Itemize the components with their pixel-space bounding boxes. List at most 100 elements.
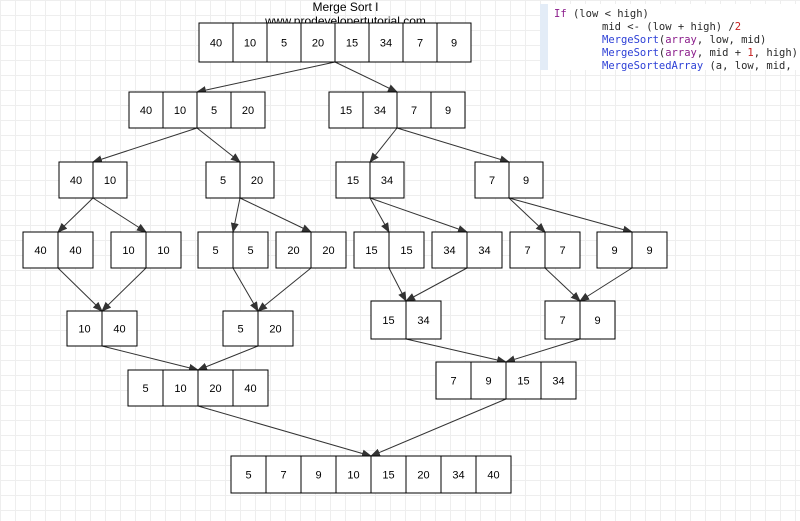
array-cell-value: 5 — [245, 470, 251, 482]
arrow-a4-to-m2 — [257, 267, 312, 312]
array-cell-value: 15 — [346, 38, 358, 50]
array-cell — [402, 22, 438, 63]
array-cell — [396, 91, 432, 129]
arrow-m3-to-m6 — [405, 338, 507, 364]
array-cell — [196, 91, 232, 129]
array-cell-value: 10 — [157, 245, 169, 257]
array-cell-value: 5 — [211, 105, 217, 117]
array-cell-value: 40 — [113, 324, 125, 336]
array-cell — [370, 300, 407, 340]
arrow-m6-to-final — [370, 398, 507, 457]
array-cell — [162, 91, 198, 129]
arrow-R-to-RL — [369, 127, 398, 163]
arrow-m4-to-m6 — [505, 338, 581, 364]
array-cell-value: 5 — [212, 245, 218, 257]
array-cell-value: 34 — [417, 315, 429, 327]
arrow-root-to-L — [196, 61, 336, 94]
arrow-RL-to-a6 — [369, 197, 468, 233]
code-gutter — [540, 4, 548, 70]
array-cell-value: 15 — [365, 245, 377, 257]
array-cell — [440, 455, 477, 494]
array-cell — [232, 231, 269, 269]
array-cell-value: 40 — [210, 38, 222, 50]
array-cell-value: 7 — [417, 38, 423, 50]
code-line: If (low < high) — [554, 8, 649, 20]
arrow-a7-to-m4 — [544, 267, 581, 302]
array-cell-value: 15 — [517, 376, 529, 388]
array-cell-value: 40 — [34, 245, 46, 257]
array-cell-value: 7 — [559, 245, 565, 257]
array-cell-value: 9 — [611, 245, 617, 257]
array-cell-value: 40 — [487, 470, 499, 482]
array-cell-value: 10 — [104, 175, 116, 187]
array-cell — [335, 455, 372, 494]
array-cell-value: 15 — [347, 175, 359, 187]
array-cell — [145, 231, 182, 269]
array-cell-value: 34 — [443, 245, 455, 257]
array-cell-value: 34 — [552, 376, 564, 388]
array-cell — [230, 91, 266, 129]
array-cell — [368, 22, 404, 63]
array-box-m1: 10 40 — [66, 310, 138, 347]
array-cell — [631, 231, 668, 269]
array-cell-value: 34 — [452, 470, 464, 482]
code-line: MergeSort(array, low, mid) — [602, 34, 767, 46]
array-cell-value: 40 — [140, 105, 152, 117]
arrow-RR-to-a8 — [508, 197, 633, 234]
array-cell-value: 40 — [69, 245, 81, 257]
arrow-a2-to-m1 — [101, 267, 147, 312]
array-cell-value: 5 — [247, 245, 253, 257]
array-cell-value: 9 — [594, 315, 600, 327]
array-cell — [300, 22, 336, 63]
array-cell-value: 7 — [559, 315, 565, 327]
array-cell — [470, 361, 507, 400]
array-cell — [22, 231, 59, 269]
array-cell — [230, 455, 267, 494]
array-cell — [197, 369, 234, 407]
arrow-L-to-LR — [196, 127, 241, 163]
array-cell-value: 5 — [142, 383, 148, 395]
arrow-a5-to-m3 — [388, 267, 407, 302]
array-cell — [475, 455, 512, 494]
array-cell — [197, 231, 234, 269]
array-cell-value: 10 — [78, 324, 90, 336]
arrow-L-to-LL — [92, 127, 198, 164]
array-cell-value: 10 — [347, 470, 359, 482]
array-cell-value: 20 — [269, 324, 281, 336]
array-cell — [466, 231, 503, 269]
array-cell — [369, 161, 405, 199]
array-cell-value: 9 — [485, 376, 491, 388]
arrow-LR-to-a4 — [239, 197, 312, 233]
array-cell-value: 10 — [244, 38, 256, 50]
array-cell-value: 15 — [340, 105, 352, 117]
array-cell — [579, 300, 616, 340]
array-cell — [328, 91, 364, 129]
array-cell-value: 7 — [489, 175, 495, 187]
arrow-a3-to-m2 — [232, 267, 259, 312]
array-box-m6: 7 9 15 34 — [435, 361, 577, 400]
array-cell — [222, 310, 259, 347]
array-cell — [436, 22, 472, 63]
arrow-RR-to-a7 — [508, 197, 546, 233]
array-cell-value: 40 — [244, 383, 256, 395]
array-cell-value: 7 — [450, 376, 456, 388]
arrow-a6-to-m3 — [405, 267, 468, 302]
array-cell — [257, 310, 294, 347]
array-cell-value: 10 — [174, 383, 186, 395]
arrow-m2-to-m5 — [197, 345, 259, 371]
array-cell-value: 15 — [400, 245, 412, 257]
array-cell-value: 9 — [523, 175, 529, 187]
array-cell — [265, 455, 302, 494]
array-cell-value: 40 — [70, 175, 82, 187]
arrow-LL-to-a2 — [92, 197, 147, 233]
array-cell — [57, 231, 94, 269]
